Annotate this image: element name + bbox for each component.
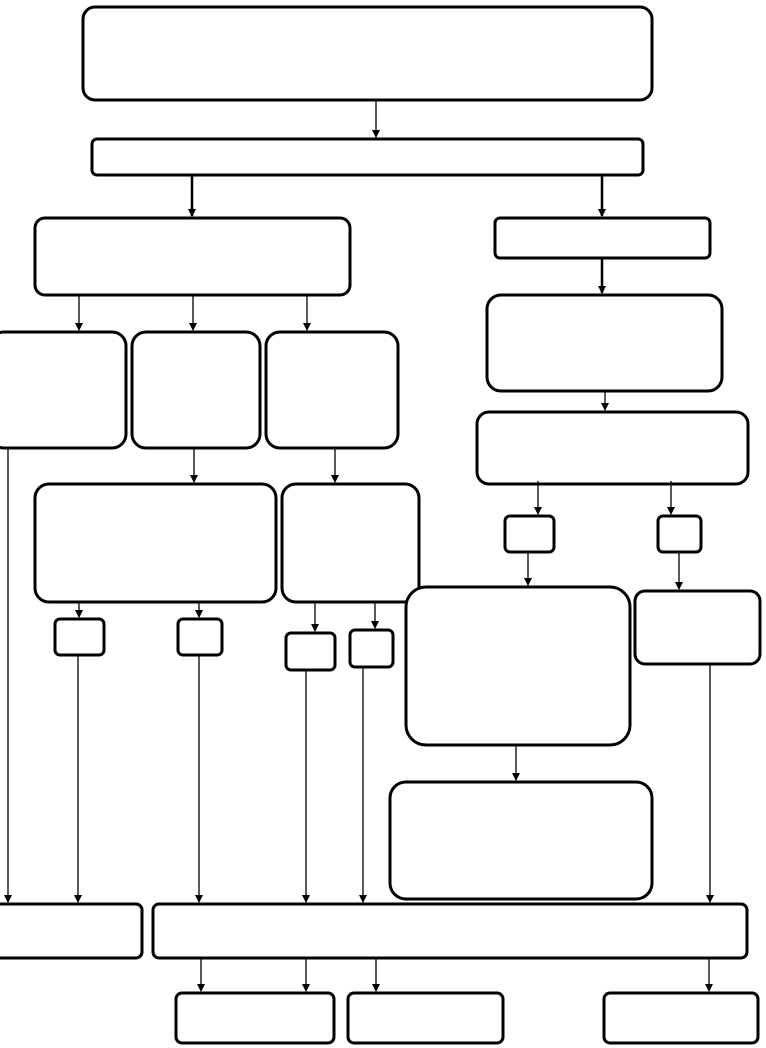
flow-box-top — [81, 5, 654, 102]
connectors — [4, 101, 714, 992]
flow-box-outcome-main — [151, 902, 749, 960]
flow-box-right-detail-1 — [404, 585, 632, 747]
flow-box-right-detail-2 — [633, 589, 762, 666]
flow-box-right-detail-3 — [388, 780, 654, 901]
flow-box-small-3 — [284, 631, 337, 672]
flow-box-right-step-2 — [475, 410, 750, 486]
flow-box-left-option-c — [264, 330, 400, 450]
flow-box-final-1 — [174, 991, 336, 1045]
flow-box-right-step-1 — [485, 293, 724, 393]
flow-box-small-4 — [348, 628, 395, 669]
flow-box-left-detail-b — [33, 482, 278, 604]
flow-box-final-2 — [346, 991, 505, 1045]
flow-box-right-small-1 — [503, 514, 556, 554]
flow-box-right-branch — [493, 216, 712, 260]
flow-box-right-small-2 — [656, 514, 703, 554]
flow-box-left-option-b — [130, 330, 262, 450]
flow-box-small-1 — [53, 617, 106, 657]
flow-box-small-2 — [176, 617, 224, 657]
flow-box-split — [90, 137, 645, 177]
flow-box-final-3 — [602, 991, 760, 1045]
flow-box-left-detail-c — [280, 482, 421, 604]
flow-box-left-branch — [33, 216, 352, 297]
flow-box-left-option-a — [0, 330, 128, 450]
flow-box-outcome-left — [0, 902, 144, 960]
